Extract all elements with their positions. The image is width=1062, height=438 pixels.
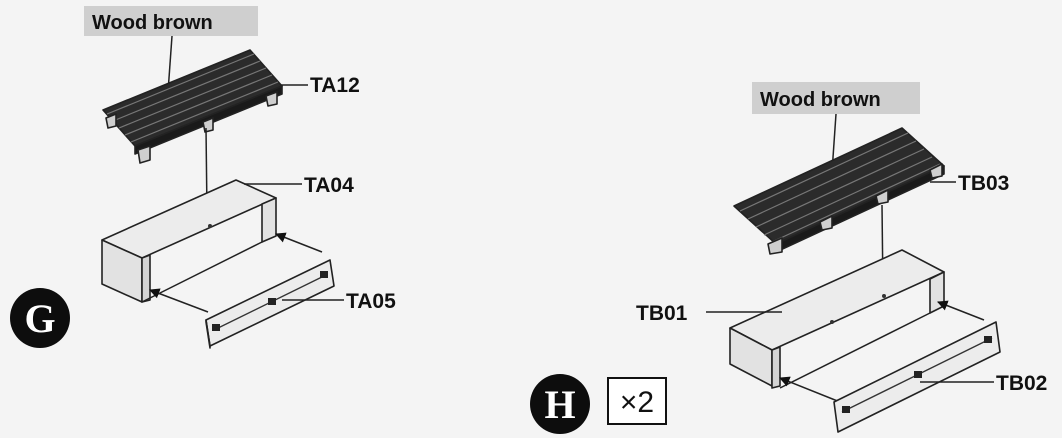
part-label-tb02: TB02 [996,372,1047,395]
step-badge-g [10,288,70,348]
color-label-h: Wood brown [760,89,881,111]
part-label-tb03: TB03 [958,172,1009,195]
quantity-box [607,377,667,425]
part-label-ta04: TA04 [304,174,354,197]
step-letter-h: H [544,382,575,427]
step-h: Wood brown TB03 [530,82,1047,434]
box-ta04 [101,179,277,303]
color-label-g: Wood brown [92,12,213,34]
wood-brown-swatch [84,6,258,36]
shelf-top-ta12 [102,49,283,164]
part-label-ta12: TA12 [310,74,360,97]
wood-brown-swatch [752,82,920,114]
step-badge-h [530,374,590,434]
part-label-tb01: TB01 [636,302,688,325]
front-panel-ta05 [205,259,335,349]
front-panel-tb02 [833,321,1001,433]
step-g: Wood brown TA12 [10,6,396,349]
part-label-ta05: TA05 [346,290,396,313]
shelf-top-tb03 [733,127,945,255]
quantity-label: ×2 [620,386,654,419]
step-letter-g: G [24,296,55,341]
